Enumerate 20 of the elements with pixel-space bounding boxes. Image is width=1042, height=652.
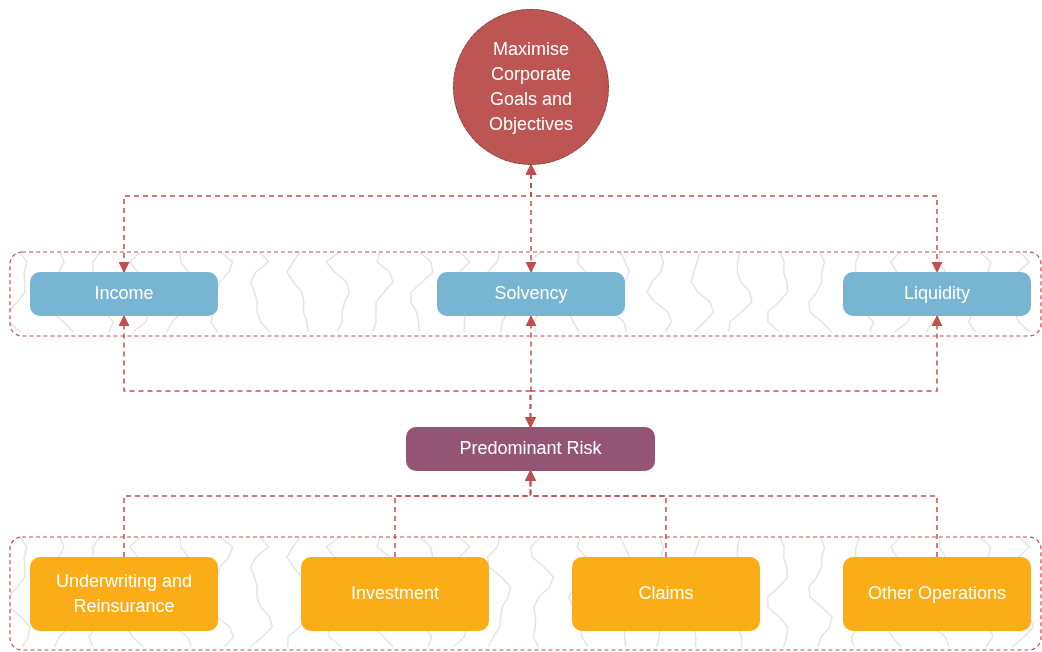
process-box xyxy=(437,272,625,316)
process-box xyxy=(406,427,655,471)
box-label: Maximise Corporate Goals and Objectives xyxy=(487,37,574,137)
process-box xyxy=(301,557,489,631)
box-label: Solvency xyxy=(493,282,569,306)
process-box xyxy=(843,272,1031,316)
process-box xyxy=(30,272,218,316)
connector-arrow xyxy=(525,163,943,274)
process-box xyxy=(30,557,218,631)
connector-arrow xyxy=(525,314,943,429)
process-box xyxy=(843,557,1031,631)
connector-arrow xyxy=(525,469,938,558)
box-label: Predominant Risk xyxy=(458,437,603,461)
box-label: Income xyxy=(93,282,155,306)
box-label: Underwriting and Reinsurance xyxy=(54,569,194,618)
box-label: Other Operations xyxy=(866,582,1008,606)
box-label: Liquidity xyxy=(902,282,971,306)
box-label: Claims xyxy=(637,582,695,606)
process-box xyxy=(572,557,760,631)
box-label: Investment xyxy=(349,582,440,606)
